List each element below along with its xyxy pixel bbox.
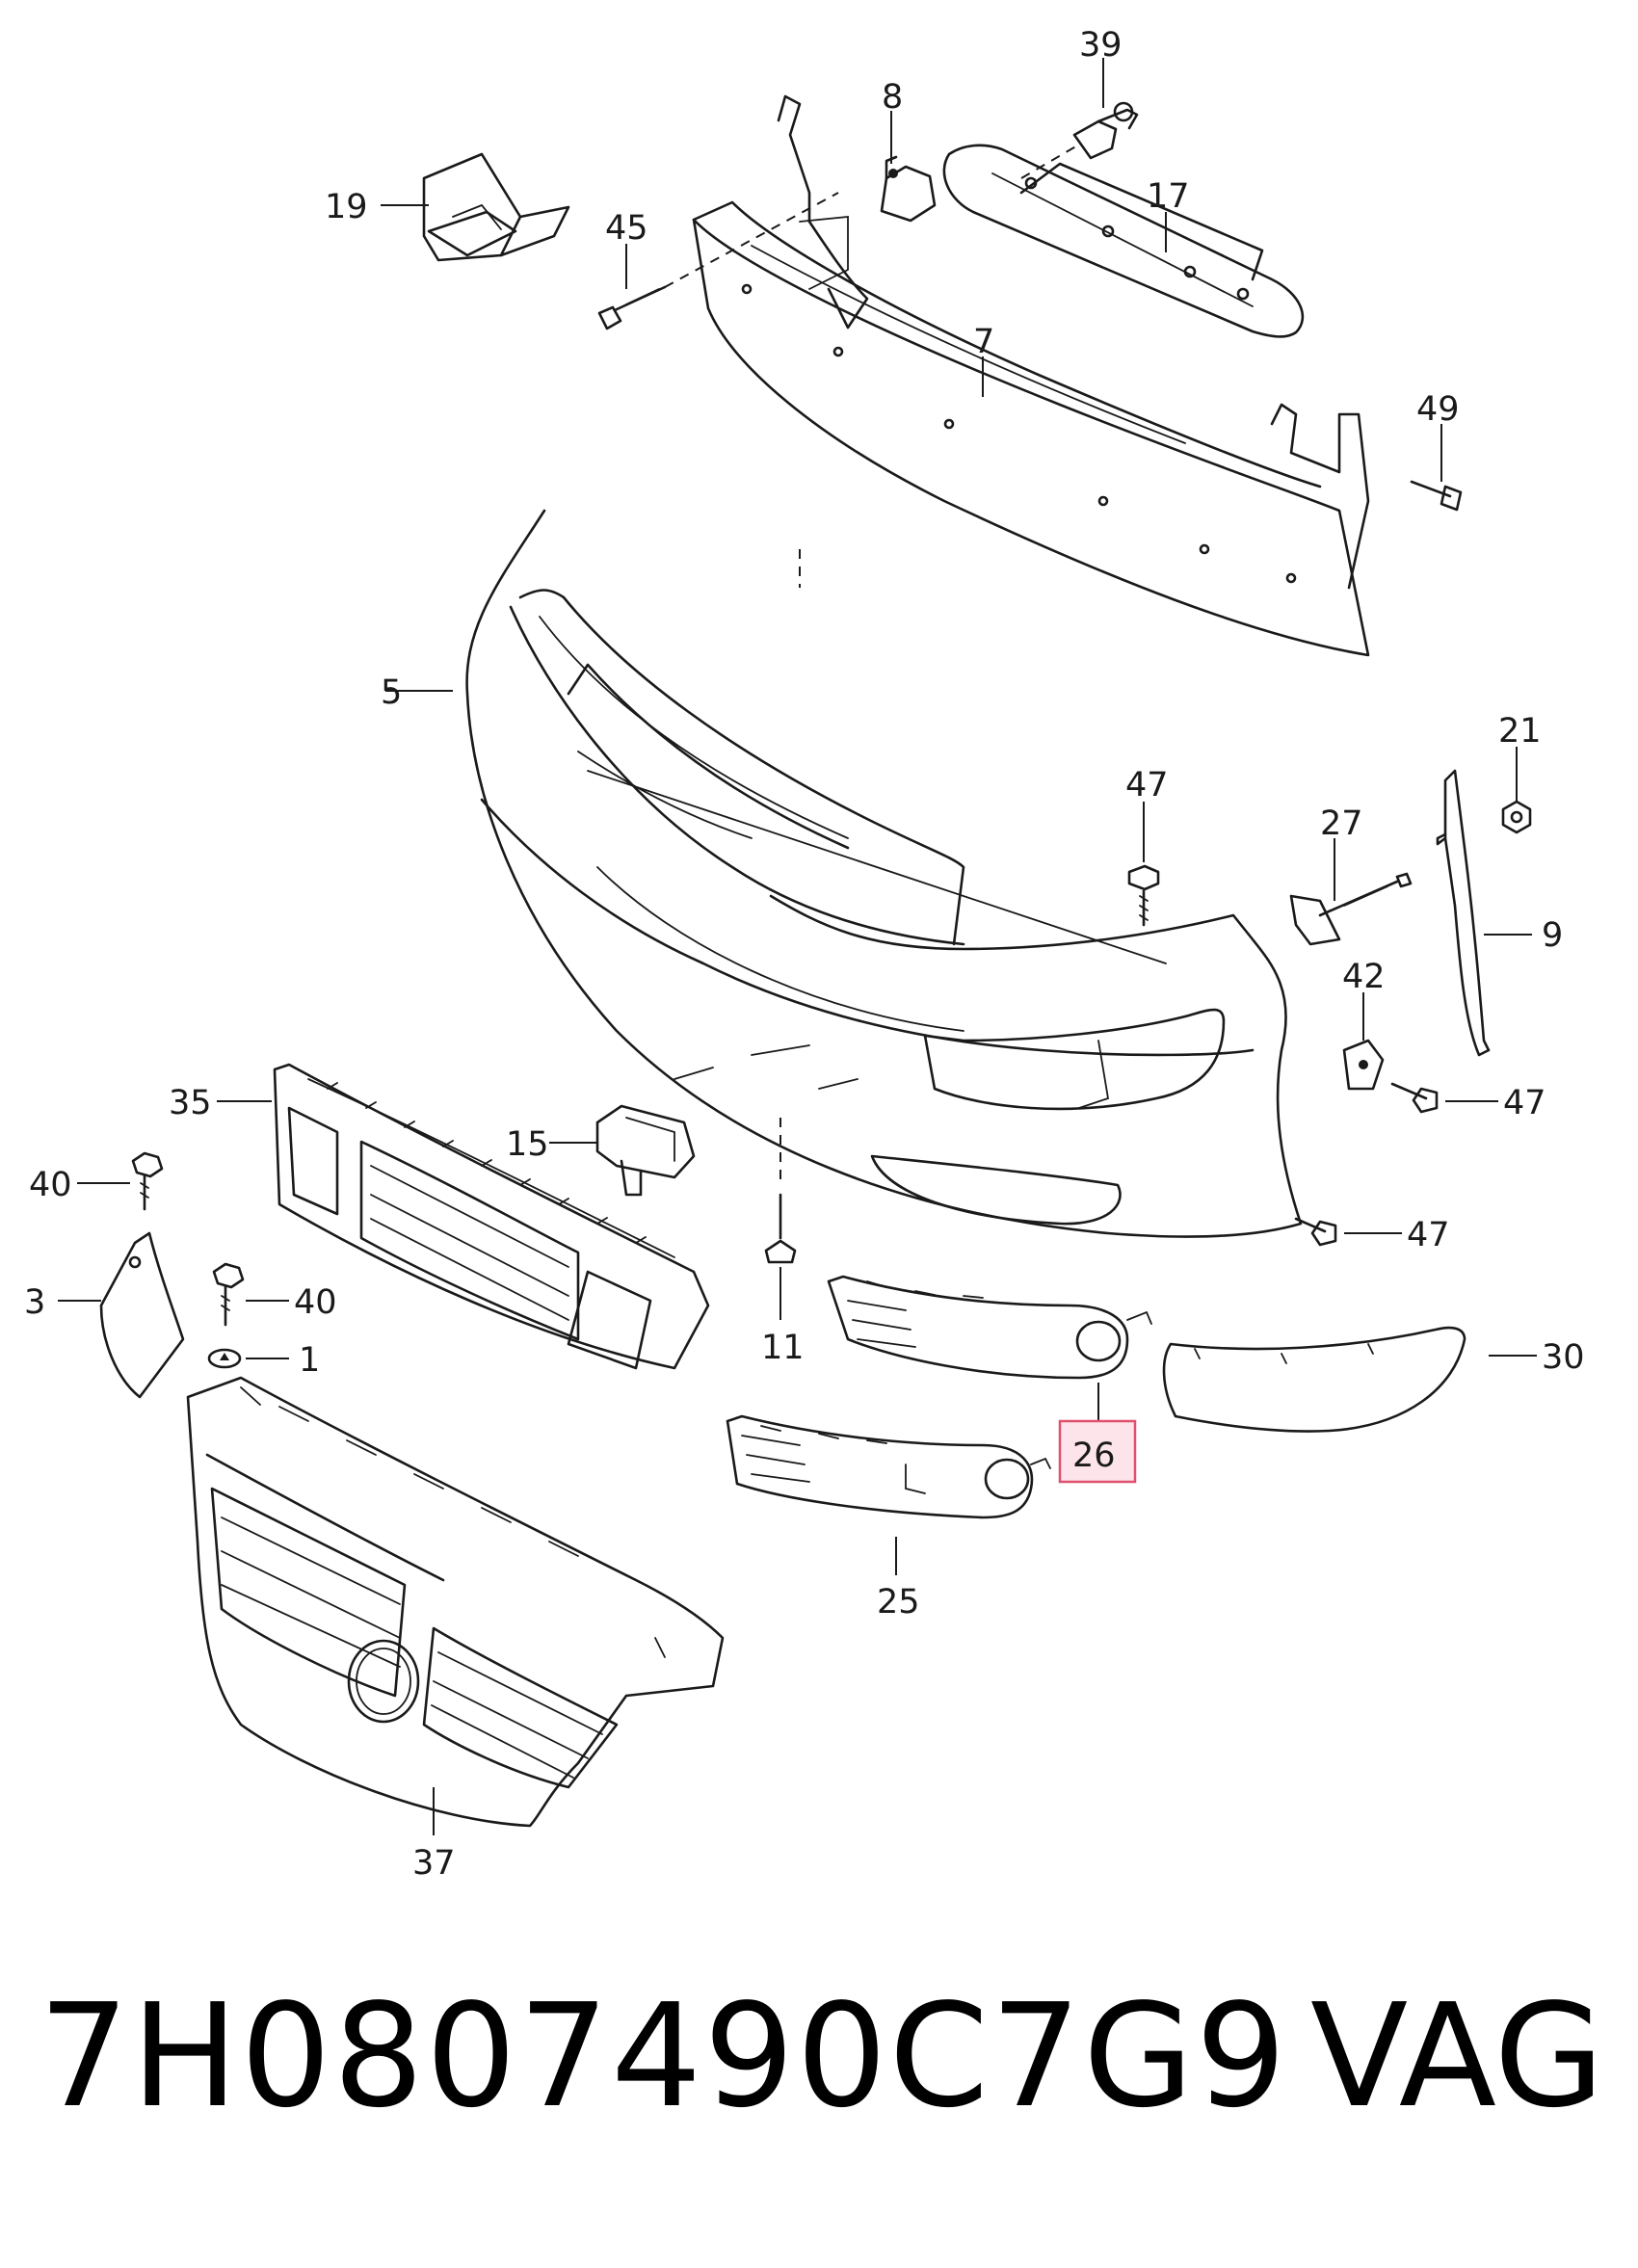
callout-47-lower: 47 (1407, 1216, 1450, 1254)
part-21-nut: 21 (1498, 712, 1542, 834)
part-40-screw-lower: 40 (212, 1262, 337, 1327)
callout-11: 11 (761, 1329, 805, 1367)
callout-27: 27 (1320, 804, 1363, 843)
callout-1: 1 (299, 1341, 320, 1380)
part-37-radiator-grille: 37 (186, 1376, 725, 1883)
part-30-trim-strip: 30 (1162, 1326, 1585, 1433)
brand-name: VAG (1310, 1973, 1605, 2139)
part-25-fog-grille: 25 (726, 1414, 1051, 1622)
callout-5: 5 (381, 673, 402, 712)
part-5-bumper-cover: 5 (381, 509, 1303, 1238)
part-number: 7H0807490C7G9 (39, 1973, 1288, 2139)
part-47-screw-lower: 47 (1294, 1216, 1450, 1254)
callout-21: 21 (1498, 712, 1542, 751)
callout-37: 37 (412, 1844, 456, 1883)
callout-35: 35 (169, 1084, 212, 1122)
part-47-screw-right: 47 (1390, 1082, 1546, 1122)
part-1-washer: 1 (207, 1341, 320, 1380)
callout-42: 42 (1342, 958, 1386, 996)
part-15-bracket: 15 (506, 1104, 696, 1197)
callout-47-right: 47 (1503, 1084, 1546, 1122)
callout-45: 45 (605, 209, 648, 248)
part-11-screw: 11 (761, 1118, 805, 1367)
callout-8: 8 (882, 78, 903, 117)
callout-47-upper: 47 (1125, 766, 1169, 804)
callout-17: 17 (1147, 177, 1190, 216)
part-42-clip-nut: 42 (1342, 958, 1386, 1091)
callout-3: 3 (24, 1283, 45, 1322)
callout-39: 39 (1079, 26, 1123, 65)
callout-26: 26 (1072, 1437, 1116, 1475)
part-26-fog-grille: 26 (827, 1275, 1152, 1484)
callout-9: 9 (1542, 916, 1563, 955)
part-8-bracket: 8 (880, 78, 937, 223)
part-27-stud: 27 (1289, 804, 1413, 946)
part-49-bolt: 49 (1410, 390, 1463, 512)
callout-26-highlight (1058, 1419, 1137, 1484)
part-35-lower-grille: 35 (169, 1063, 710, 1370)
callout-7: 7 (973, 323, 994, 361)
part-39-clip: 39 (1072, 26, 1139, 160)
callout-25: 25 (877, 1583, 920, 1622)
callout-40-upper: 40 (29, 1166, 72, 1204)
part-3-bracket: 3 (24, 1231, 185, 1399)
callout-49: 49 (1416, 390, 1460, 429)
callout-19: 19 (325, 188, 368, 226)
part-9-guide: 9 (1436, 769, 1563, 1057)
part-17-absorber: 17 (942, 144, 1305, 338)
part-45-bolt: 45 (597, 192, 839, 330)
callout-40-lower: 40 (294, 1283, 337, 1322)
part-47-screw-upper: 47 (1125, 766, 1169, 927)
callout-15: 15 (506, 1125, 549, 1164)
callout-30: 30 (1542, 1338, 1585, 1377)
part-40-screw-upper: 40 (29, 1151, 164, 1211)
part-19-bracket: 19 (325, 152, 570, 262)
part-7-bumper-carrier: 7 (692, 94, 1370, 657)
